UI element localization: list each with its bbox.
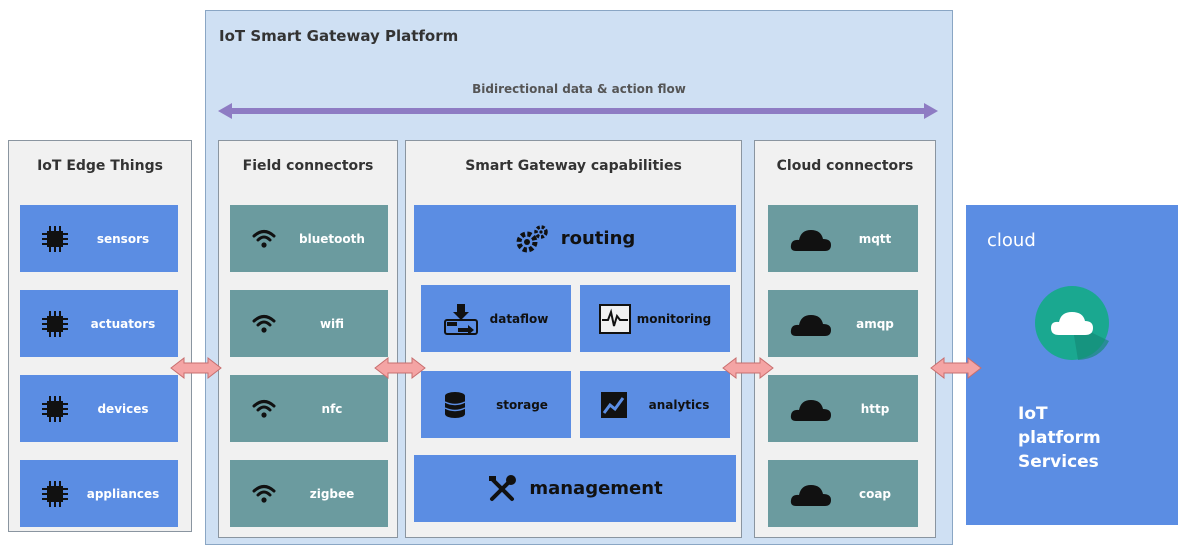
field-item-label: zigbee	[309, 486, 355, 501]
capability-monitoring: monitoring	[580, 285, 730, 352]
cloud-icon	[790, 484, 831, 506]
wifi-icon	[252, 314, 276, 333]
cloud-connector-amqp: amqp	[768, 290, 918, 357]
edge-item-devices: devices	[20, 375, 178, 442]
capability-storage: storage	[421, 371, 571, 438]
capability-management: management	[414, 455, 736, 522]
capability-label: dataflow	[489, 311, 549, 326]
field-item-nfc: nfc	[230, 375, 388, 442]
cloud-connectors-title: Cloud connectors	[776, 158, 914, 174]
database-icon	[444, 391, 466, 418]
edge-item-actuators: actuators	[20, 290, 178, 357]
cloud-platform-box	[966, 205, 1178, 525]
edge-item-label: appliances	[86, 486, 160, 501]
field-item-wifi: wifi	[230, 290, 388, 357]
cloud-connector-label: amqp	[856, 316, 894, 331]
cloud-icon	[790, 399, 831, 421]
edge-item-sensors: sensors	[20, 205, 178, 272]
cloud-label: cloud	[987, 230, 1036, 251]
gears-icon	[516, 224, 548, 252]
chip-icon	[42, 310, 68, 337]
cloud-service-line: IoT	[1018, 404, 1048, 424]
cloud-connector-mqtt: mqtt	[768, 205, 918, 272]
analytics-icon	[600, 391, 627, 418]
cloud-service-line: platform	[1018, 428, 1101, 448]
field-item-bluetooth: bluetooth	[230, 205, 388, 272]
field-item-zigbee: zigbee	[230, 460, 388, 527]
chip-icon	[42, 395, 68, 422]
cloud-connector-coap: coap	[768, 460, 918, 527]
capability-label: monitoring	[636, 311, 712, 326]
dataflow-icon	[443, 303, 478, 335]
bidirectional-arrow	[170, 357, 222, 379]
cloud-service-line: Services	[1018, 452, 1099, 472]
cloud-connector-label: coap	[858, 486, 892, 501]
edge-item-appliances: appliances	[20, 460, 178, 527]
monitoring-icon	[598, 303, 631, 334]
gateway-capabilities-title: Smart Gateway capabilities	[465, 158, 682, 174]
wifi-icon	[252, 229, 276, 248]
capability-routing: routing	[414, 205, 736, 272]
edge-item-label: sensors	[96, 231, 150, 246]
edge-item-label: actuators	[90, 316, 156, 331]
capability-dataflow: dataflow	[421, 285, 571, 352]
flow-label: Bidirectional data & action flow	[472, 82, 686, 96]
capability-label: storage	[496, 397, 548, 412]
bidirectional-arrow	[374, 357, 426, 379]
capability-label: management	[529, 478, 663, 499]
wifi-icon	[252, 399, 276, 418]
cloud-connector-http: http	[768, 375, 918, 442]
chip-icon	[42, 225, 68, 252]
bidirectional-arrow	[722, 357, 774, 379]
bidirectional-flow-arrow	[218, 103, 938, 119]
field-item-label: nfc	[321, 401, 343, 416]
capability-label: analytics	[648, 397, 710, 412]
edge-item-label: devices	[97, 401, 149, 416]
field-item-label: bluetooth	[299, 231, 365, 246]
edge-things-title: IoT Edge Things	[37, 158, 163, 174]
cloud-icon	[790, 314, 831, 336]
field-connectors-title: Field connectors	[242, 158, 374, 174]
field-item-label: wifi	[319, 316, 345, 331]
capability-analytics: analytics	[580, 371, 730, 438]
capability-label: routing	[560, 228, 636, 249]
cloud-icon	[790, 229, 831, 251]
cloud-connector-label: mqtt	[858, 231, 892, 246]
bidirectional-arrow	[930, 357, 982, 379]
chip-icon	[42, 480, 68, 507]
cloud-connector-label: http	[860, 401, 890, 416]
cloud-service-name: IoT platform Services	[1018, 402, 1158, 474]
tools-icon	[489, 474, 517, 501]
platform-title: IoT Smart Gateway Platform	[219, 27, 459, 45]
cloud-service-icon	[1035, 286, 1109, 360]
wifi-icon	[252, 484, 276, 503]
